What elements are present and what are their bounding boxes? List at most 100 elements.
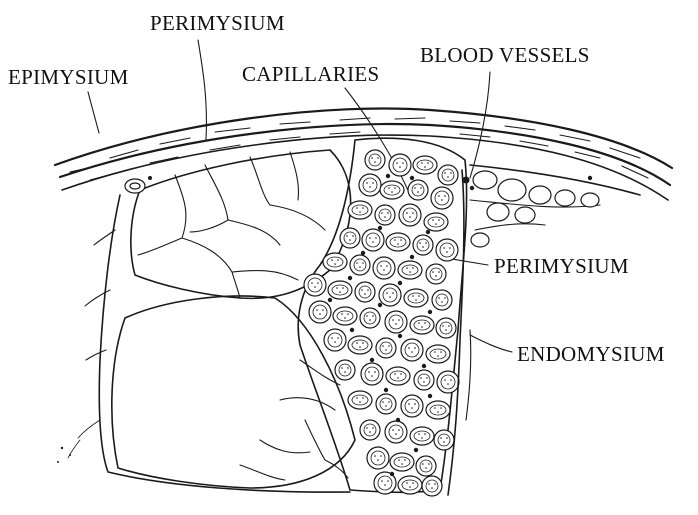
- fibre-stipple: [386, 292, 388, 294]
- fibre-stipple: [398, 429, 400, 431]
- fibre-stipple: [443, 247, 445, 249]
- muscle-fibre: [422, 476, 442, 496]
- muscle-fibre: [309, 301, 331, 323]
- fibre-stipple: [450, 379, 452, 381]
- fibre-stipple: [334, 263, 336, 265]
- muscle-fibre: [355, 282, 375, 302]
- fibre-stipple: [444, 195, 446, 197]
- capillary: [384, 388, 388, 392]
- fibre-stipple: [400, 239, 402, 241]
- label-endomysium: ENDOMYSIUM: [517, 342, 665, 366]
- fibre-stipple: [440, 351, 442, 353]
- capillary: [370, 358, 374, 362]
- left-fascicles: [57, 150, 355, 492]
- fibre-stipple: [444, 297, 446, 299]
- fibre-stipple: [441, 199, 443, 201]
- fibre-stipple: [382, 401, 384, 403]
- muscle-fibre: [350, 255, 370, 275]
- fibre-stipple: [395, 433, 397, 435]
- muscle-fibre: [365, 150, 385, 170]
- leader-endomysium: [470, 335, 512, 352]
- fibre-stipple: [445, 329, 447, 331]
- fibre-stipple: [432, 271, 434, 273]
- fibre-stipple: [362, 397, 364, 399]
- fibre-stipple: [388, 401, 390, 403]
- fibre-stipple: [311, 282, 313, 284]
- fibre-stipple: [411, 407, 413, 409]
- fibre-stipple: [438, 195, 440, 197]
- fibre-stipple: [352, 235, 354, 237]
- fibre-stipple: [414, 187, 416, 189]
- fibre-stipple: [406, 212, 408, 214]
- fibre-stipple: [406, 482, 408, 484]
- fibre-stipple: [337, 337, 339, 339]
- label-perimysium-top: PERIMYSIUM: [150, 11, 285, 35]
- fibre-stipple: [359, 211, 361, 213]
- fibre-stipple: [394, 187, 396, 189]
- fibre-stipple: [366, 427, 368, 429]
- fibre-stipple: [412, 267, 414, 269]
- capillary: [410, 176, 414, 180]
- fibre-stipple: [392, 292, 394, 294]
- fibre-stipple: [409, 216, 411, 218]
- fibre-stipple: [440, 407, 442, 409]
- fibre-stipple: [420, 187, 422, 189]
- fibre-stipple: [361, 289, 363, 291]
- capillary: [426, 230, 430, 234]
- capillary: [361, 251, 365, 255]
- fibre-stipple: [314, 286, 316, 288]
- fibre-stipple: [383, 269, 385, 271]
- muscle-fibre: [434, 430, 454, 450]
- fibre-stipple: [432, 219, 434, 221]
- fibre-stipple: [347, 367, 349, 369]
- fibre-stipple: [388, 187, 390, 189]
- muscle-fibre: [362, 229, 384, 251]
- fibre-stipple: [374, 161, 376, 163]
- fibre-stipple: [422, 246, 424, 248]
- fibre-stipple: [412, 212, 414, 214]
- fibre-stipple: [415, 299, 417, 301]
- muscle-fibre: [413, 235, 433, 255]
- fibre-stipple: [359, 401, 361, 403]
- fibre-stipple: [421, 437, 423, 439]
- fibre-stipple: [372, 241, 374, 243]
- muscle-fibre: [360, 420, 380, 440]
- fibre-stipple: [435, 275, 437, 277]
- fibre-stipple: [435, 223, 437, 225]
- fibre-stipple: [437, 411, 439, 413]
- fibre-stipple: [388, 345, 390, 347]
- fibre-stipple: [366, 315, 368, 317]
- capillary: [390, 472, 394, 476]
- fibre-stipple: [369, 237, 371, 239]
- fibre-stipple: [447, 383, 449, 385]
- fibre-stipple: [418, 322, 420, 324]
- fibre-stipple: [369, 186, 371, 188]
- fibre-stipple: [371, 375, 373, 377]
- fibre-stipple: [331, 337, 333, 339]
- muscle-fibre: [367, 447, 389, 469]
- muscle-fibre: [432, 290, 452, 310]
- fibre-stipple: [319, 313, 321, 315]
- fibre-stipple: [424, 433, 426, 435]
- fibre-stipple: [385, 405, 387, 407]
- fibre-stipple: [395, 323, 397, 325]
- fibre-stipple: [428, 463, 430, 465]
- fibre-stipple: [425, 242, 427, 244]
- capillary: [348, 276, 352, 280]
- fibre-stipple: [372, 315, 374, 317]
- fibre-stipple: [334, 341, 336, 343]
- fibre-stipple: [420, 377, 422, 379]
- fibre-stipple: [346, 235, 348, 237]
- fibre-stipple: [356, 342, 358, 344]
- fibre-stipple: [396, 162, 398, 164]
- muscle-fibre: [414, 370, 434, 390]
- fibre-stipple: [423, 381, 425, 383]
- fibre-stipple: [382, 345, 384, 347]
- fibre-stipple: [449, 247, 451, 249]
- fibre-stipple: [359, 346, 361, 348]
- fibre-stipple: [411, 351, 413, 353]
- fibre-stipple: [408, 347, 410, 349]
- dense-fascicle: [298, 138, 466, 496]
- muscle-fibre: [304, 274, 326, 296]
- muscle-fibre: [431, 187, 453, 209]
